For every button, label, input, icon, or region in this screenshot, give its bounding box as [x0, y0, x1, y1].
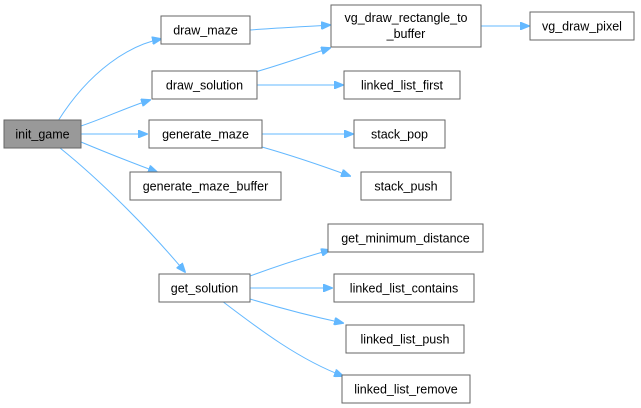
node-label: init_game [15, 128, 69, 142]
node-label: get_solution [171, 282, 238, 296]
node-draw_solution[interactable]: draw_solution [151, 70, 258, 100]
node-linked_list_remove[interactable]: linked_list_remove [341, 374, 471, 404]
edge-get_solution-get_minimum_distance [249, 250, 330, 277]
edge-draw_maze-vg_draw_rectangle [249, 25, 330, 31]
node-label: draw_solution [166, 79, 243, 93]
node-linked_list_first[interactable]: linked_list_first [343, 70, 461, 100]
node-stack_push[interactable]: stack_push [360, 171, 452, 201]
node-label: get_minimum_distance [341, 232, 470, 246]
edge-init_game-get_solution [59, 147, 185, 272]
node-get_minimum_distance[interactable]: get_minimum_distance [327, 223, 484, 253]
node-label: stack_pop [371, 128, 428, 142]
edge-draw_solution-vg_draw_rectangle [254, 48, 330, 73]
node-label: draw_maze [173, 24, 238, 38]
node-label: linked_list_contains [350, 282, 458, 296]
node-linked_list_push[interactable]: linked_list_push [345, 324, 465, 354]
node-label: vg_draw_pixel [542, 20, 622, 34]
node-init_game[interactable]: init_game [3, 119, 82, 149]
node-label: generate_maze [162, 128, 249, 142]
node-vg_draw_rectangle_to_buffer[interactable]: vg_draw_rectangle_to _buffer [330, 4, 482, 48]
node-get_solution[interactable]: get_solution [158, 273, 251, 303]
edge-init_game-draw_solution [80, 100, 150, 127]
edge-get_solution-linked_list_push [249, 298, 343, 323]
node-generate_maze[interactable]: generate_maze [148, 119, 263, 149]
node-linked_list_contains[interactable]: linked_list_contains [333, 273, 475, 303]
edges [57, 25, 529, 376]
node-label: linked_list_remove [354, 383, 458, 397]
edge-generate_maze-stack_push [261, 146, 350, 176]
edge-init_game-draw_maze [57, 39, 161, 122]
node-generate_maze_buffer[interactable]: generate_maze_buffer [129, 171, 282, 201]
node-draw_maze[interactable]: draw_maze [160, 15, 251, 45]
node-label: stack_push [374, 180, 437, 194]
node-vg_draw_pixel[interactable]: vg_draw_pixel [529, 11, 635, 41]
node-stack_pop[interactable]: stack_pop [353, 119, 446, 149]
edge-get_solution-linked_list_remove [221, 300, 343, 376]
edge-init_game-generate_maze_buffer [80, 141, 157, 172]
node-label-line2: _buffer [386, 27, 426, 41]
node-label: linked_list_push [361, 333, 450, 347]
node-label: generate_maze_buffer [143, 180, 269, 194]
node-label: linked_list_first [361, 79, 444, 93]
node-label-line1: vg_draw_rectangle_to [345, 11, 468, 25]
